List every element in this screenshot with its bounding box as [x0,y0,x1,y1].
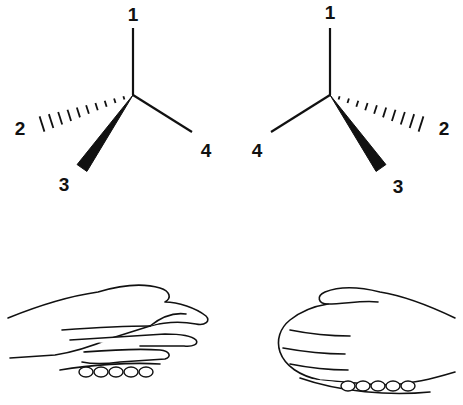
knuckle [109,367,123,377]
knuckle [371,381,385,391]
substituent-number: 4 [201,141,212,160]
knuckle [386,381,400,391]
bond-line [271,95,330,132]
finger-lines [62,326,197,364]
hashed-wedge [339,96,340,99]
knuckle [79,367,93,377]
hashed-wedge [392,110,396,121]
hashed-wedge [419,116,424,131]
hashed-wedge [356,101,358,107]
bond-line [132,28,134,95]
thumb-line [150,314,186,326]
tetrahedral-bonds [40,28,424,171]
hashed-wedge [95,103,97,110]
hashed-wedge [365,103,367,110]
knuckle-row [79,367,415,391]
knuckle [401,381,415,391]
bond-line [133,95,192,132]
substituent-number: 1 [128,5,139,24]
substituent-number: 2 [439,119,450,138]
hashed-wedge [58,112,62,125]
knuckle [124,367,138,377]
hand-outline [278,288,455,385]
hashed-wedge [374,105,377,114]
substituent-number: 3 [393,177,404,196]
solid-wedge [330,95,386,171]
handshake-sketch [8,285,455,393]
hashed-wedge [114,99,115,104]
hand-outline [8,285,208,358]
knuckle [139,367,153,377]
knuckle [341,381,355,391]
hashed-wedge [347,99,348,104]
solid-wedge [77,95,133,171]
hashed-wedge [68,110,72,121]
bond-line [329,28,331,95]
lower-hand [300,378,430,393]
finger-lines [283,301,378,370]
hashed-wedge [410,114,414,128]
hashed-wedge [77,107,80,117]
hashed-wedge [383,107,386,117]
knuckle [94,367,108,377]
substituent-number: 1 [325,3,336,22]
hashed-wedge [49,114,53,128]
hashed-wedge [40,116,45,131]
knuckle [356,381,370,391]
substituent-number: 3 [59,175,70,194]
substituent-number: 2 [15,119,26,138]
hashed-wedge [105,101,107,107]
hashed-wedge [401,112,405,125]
hashed-wedge [86,105,89,114]
substituent-number: 4 [252,141,263,160]
hashed-wedge [123,96,124,99]
